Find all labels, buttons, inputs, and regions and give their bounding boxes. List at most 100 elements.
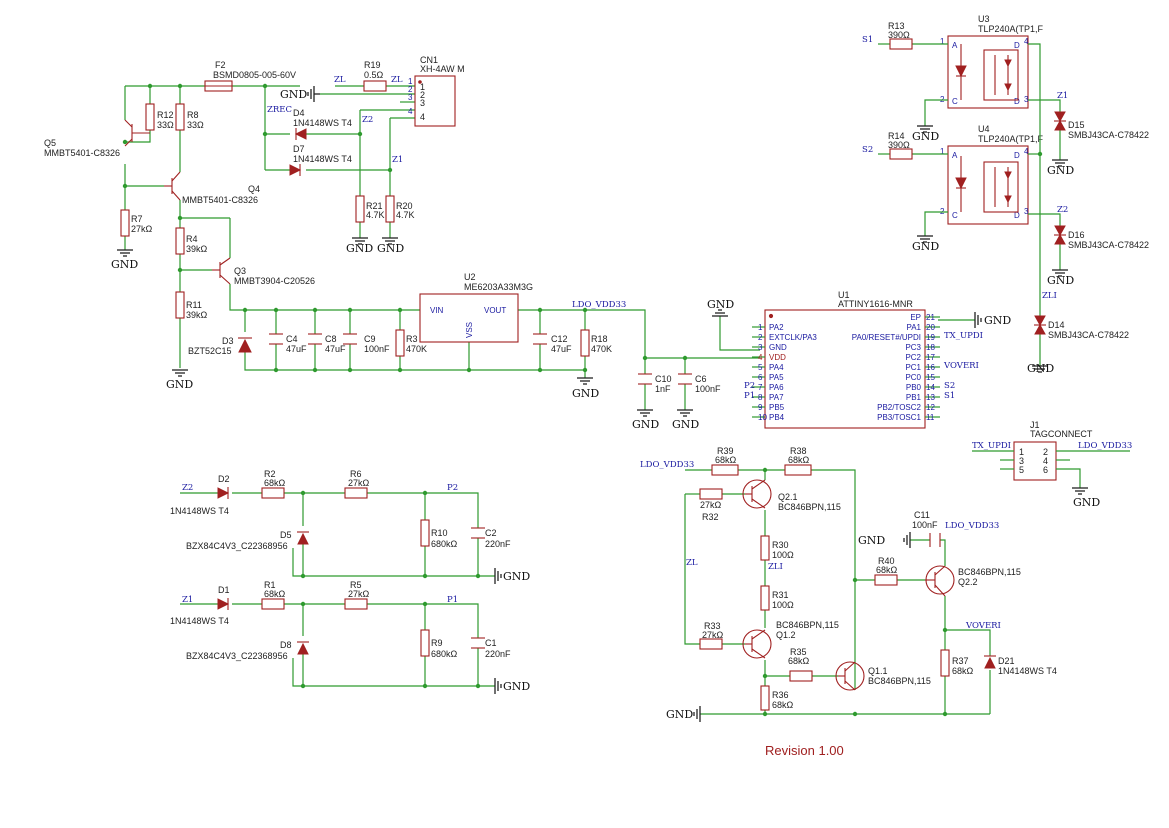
svg-text:100Ω: 100Ω: [772, 600, 794, 610]
wires-p2: [180, 490, 495, 579]
u1-pin-label: PB3/TOSC1: [877, 413, 921, 422]
svg-text:27kΩ: 27kΩ: [348, 478, 370, 488]
svg-text:A: A: [952, 151, 958, 160]
svg-text:D1: D1: [218, 585, 230, 595]
svg-text:U1: U1: [838, 290, 850, 300]
svg-text:R30: R30: [772, 540, 789, 550]
svg-text:BC846BPN,115: BC846BPN,115: [868, 676, 931, 686]
svg-text:R8: R8: [187, 110, 199, 120]
svg-text:C: C: [952, 211, 958, 220]
resistor-r30: R30 100Ω: [760, 535, 794, 561]
capacitor-c2: C2 220nF: [471, 527, 511, 549]
gnd-symbol: GND: [912, 235, 939, 253]
svg-text:R11: R11: [186, 300, 202, 310]
net-ldo-sense: LDO_VDD33: [640, 460, 694, 470]
transistor-q21: Q2.1 BC846BPN,115: [742, 479, 841, 512]
connector-j1: J1 TAGCONNECT 1 3 5 2 4 6: [1013, 420, 1093, 481]
svg-text:3: 3: [408, 93, 413, 102]
capacitor-c4: C4 47uF: [269, 333, 307, 354]
svg-text:U2: U2: [464, 272, 476, 282]
svg-text:D2: D2: [218, 474, 230, 484]
resistor-r2: R2 68kΩ: [261, 469, 286, 499]
svg-text:C2: C2: [485, 528, 497, 538]
svg-text:27kΩ: 27kΩ: [131, 224, 153, 234]
svg-text:6: 6: [1043, 465, 1048, 475]
resistor-r3: R3 470K: [395, 329, 427, 357]
svg-text:D21: D21: [998, 656, 1015, 666]
net-voveri-sense: VOVERI: [965, 621, 1001, 631]
svg-text:BC846BPN,115: BC846BPN,115: [958, 567, 1021, 577]
u1-pin-number: 2: [758, 333, 763, 342]
gnd-symbol: GND: [166, 369, 193, 391]
svg-text:J1: J1: [1030, 420, 1040, 430]
u1-pin-label: PC1: [905, 363, 921, 372]
svg-text:2: 2: [408, 85, 413, 94]
svg-text:3: 3: [420, 98, 425, 108]
wires-sense: [684, 467, 991, 717]
diode-d1: D1 1N4148WS T4: [170, 585, 230, 626]
capacitor-c8: C8 47uF: [308, 333, 346, 354]
svg-text:TLP240A(TP1,F: TLP240A(TP1,F: [978, 134, 1044, 144]
svg-text:VOUT: VOUT: [484, 306, 506, 315]
svg-text:2: 2: [1043, 447, 1048, 457]
resistor-r36: R36 68kΩ: [760, 685, 794, 711]
u1-pin-label: GND: [769, 343, 787, 352]
u1-pin-label: VDD: [769, 353, 786, 362]
wires-j1: [972, 450, 1130, 488]
zener-d3: D3 BZT52C15: [188, 336, 252, 356]
gnd-symbol: GND: [572, 377, 599, 400]
svg-text:47uF: 47uF: [286, 344, 307, 354]
net-z2-opto: Z2: [1057, 205, 1068, 215]
svg-text:CN1: CN1: [420, 55, 438, 65]
u1-pin-number: 5: [758, 363, 763, 372]
resistor-r12: R12 33Ω: [145, 103, 174, 131]
svg-text:R6: R6: [350, 469, 362, 479]
svg-text:Q3: Q3: [234, 266, 246, 276]
svg-text:5: 5: [1019, 465, 1024, 475]
svg-text:100nF: 100nF: [695, 384, 721, 394]
svg-text:68kΩ: 68kΩ: [772, 700, 794, 710]
svg-text:GND: GND: [912, 240, 939, 253]
gnd-symbol: GND: [377, 237, 404, 255]
diode-d2: D2 1N4148WS T4: [170, 474, 230, 516]
svg-text:100nF: 100nF: [912, 520, 938, 530]
u1-pin-number: 15: [926, 373, 935, 382]
transistor-q11: Q1.1 BC846BPN,115: [835, 661, 931, 691]
svg-text:R19: R19: [364, 60, 381, 70]
gnd-symbol: GND: [858, 532, 911, 548]
net-s2-opto: S2: [862, 145, 873, 155]
svg-text:D4: D4: [293, 108, 305, 118]
svg-text:390Ω: 390Ω: [888, 30, 910, 40]
svg-text:ATTINY1616-MNR: ATTINY1616-MNR: [838, 299, 913, 309]
net-ldo-c11: LDO_VDD33: [945, 521, 999, 531]
svg-text:68kΩ: 68kΩ: [788, 455, 810, 465]
svg-text:39kΩ: 39kΩ: [186, 310, 208, 320]
svg-text:GND: GND: [166, 378, 193, 391]
svg-text:GND: GND: [912, 130, 939, 143]
transistor-q5: Q5 MMBT5401-C8326: [44, 119, 150, 158]
fuse-f2: F2 BSMD0805-005-60V: [204, 60, 296, 92]
svg-text:D14: D14: [1048, 320, 1065, 330]
net-voveri: VOVERI: [943, 361, 979, 371]
u1-pin-number: 21: [926, 313, 935, 322]
svg-text:1: 1: [408, 77, 413, 86]
resistor-r31: R31 100Ω: [760, 585, 794, 611]
svg-text:68kΩ: 68kΩ: [788, 656, 810, 666]
svg-text:MMBT3904-C20526: MMBT3904-C20526: [234, 276, 315, 286]
gnd-symbol: GND: [1027, 362, 1054, 375]
resistor-r35: R35 68kΩ: [788, 647, 813, 682]
svg-text:27kΩ: 27kΩ: [700, 500, 722, 510]
svg-text:U4: U4: [978, 124, 990, 134]
svg-text:D8: D8: [280, 640, 292, 650]
gnd-symbol: GND: [1072, 487, 1100, 509]
u1-pin-label: PB0: [906, 383, 922, 392]
u1-pin-number: 13: [926, 393, 935, 402]
u1-pin-label: PB2/TOSC2: [877, 403, 921, 412]
svg-text:BC846BPN,115: BC846BPN,115: [776, 620, 839, 630]
resistor-r38: R38 68kΩ: [784, 446, 812, 476]
u1-pin-number: 17: [926, 353, 935, 362]
zener-d8: D8 BZX84C4V3_C22368956: [186, 640, 309, 661]
svg-text:A: A: [952, 41, 958, 50]
svg-text:R21: R21: [366, 201, 383, 211]
u1-pin-label: PC0: [905, 373, 921, 382]
